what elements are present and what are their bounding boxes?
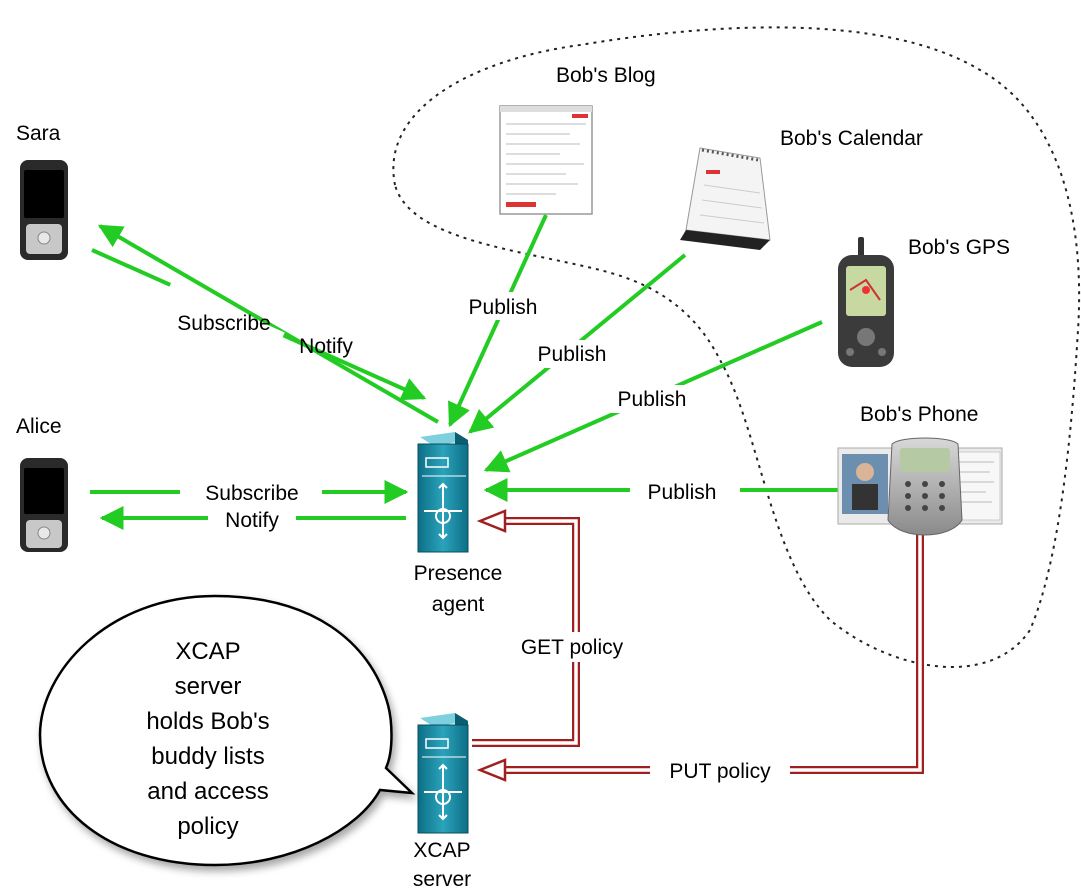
presence-agent-server-icon	[417, 432, 469, 553]
sara-label: Sara	[16, 122, 61, 145]
blog-publish-label: Publish	[469, 296, 538, 319]
callout-line-1: XCAP	[175, 638, 240, 665]
bob-domain-boundary	[392, 26, 1081, 668]
sara-notify-arrow	[97, 224, 440, 424]
phone-label: Bob's Phone	[860, 403, 978, 426]
blog-webpage-icon	[499, 105, 593, 215]
callout-line-6: policy	[177, 813, 238, 840]
calendar-label: Bob's Calendar	[780, 127, 923, 150]
callout-line-4: buddy lists	[151, 743, 264, 770]
put-policy-label: PUT policy	[669, 760, 771, 783]
get-policy-arrow	[472, 509, 580, 747]
softphone-icon	[837, 437, 1003, 536]
xcap-server-icon	[417, 713, 469, 834]
sara-subscribe-label: Subscribe	[177, 312, 270, 335]
alice-subscribe-label: Subscribe	[205, 482, 298, 505]
calendar-publish-label: Publish	[538, 343, 607, 366]
sara-phone-icon	[20, 160, 68, 260]
calendar-icon	[680, 147, 771, 250]
alice-label: Alice	[16, 415, 62, 438]
xcap-server-label-line2: server	[413, 868, 471, 891]
presence-agent-label-line2: agent	[432, 593, 485, 616]
callout-line-2: server	[175, 673, 242, 700]
presence-agent-label-line1: Presence	[414, 562, 503, 585]
blog-label: Bob's Blog	[556, 64, 656, 87]
gps-device-icon	[838, 237, 894, 367]
phone-publish-label: Publish	[648, 481, 717, 504]
gps-publish-label: Publish	[618, 388, 687, 411]
callout-text: XCAP server holds Bob's buddy lists and …	[146, 638, 269, 840]
sara-notify-label: Notify	[299, 335, 353, 358]
xcap-server-label-line1: XCAP	[413, 839, 470, 862]
put-policy-arrow	[476, 532, 924, 782]
alice-notify-label: Notify	[225, 509, 279, 532]
callout-line-3: holds Bob's	[146, 708, 269, 735]
callout-line-5: and access	[147, 778, 268, 805]
alice-phone-icon	[20, 458, 68, 552]
gps-label: Bob's GPS	[908, 236, 1010, 259]
get-policy-label: GET policy	[521, 636, 624, 659]
xcap-callout-bubble	[38, 594, 416, 867]
